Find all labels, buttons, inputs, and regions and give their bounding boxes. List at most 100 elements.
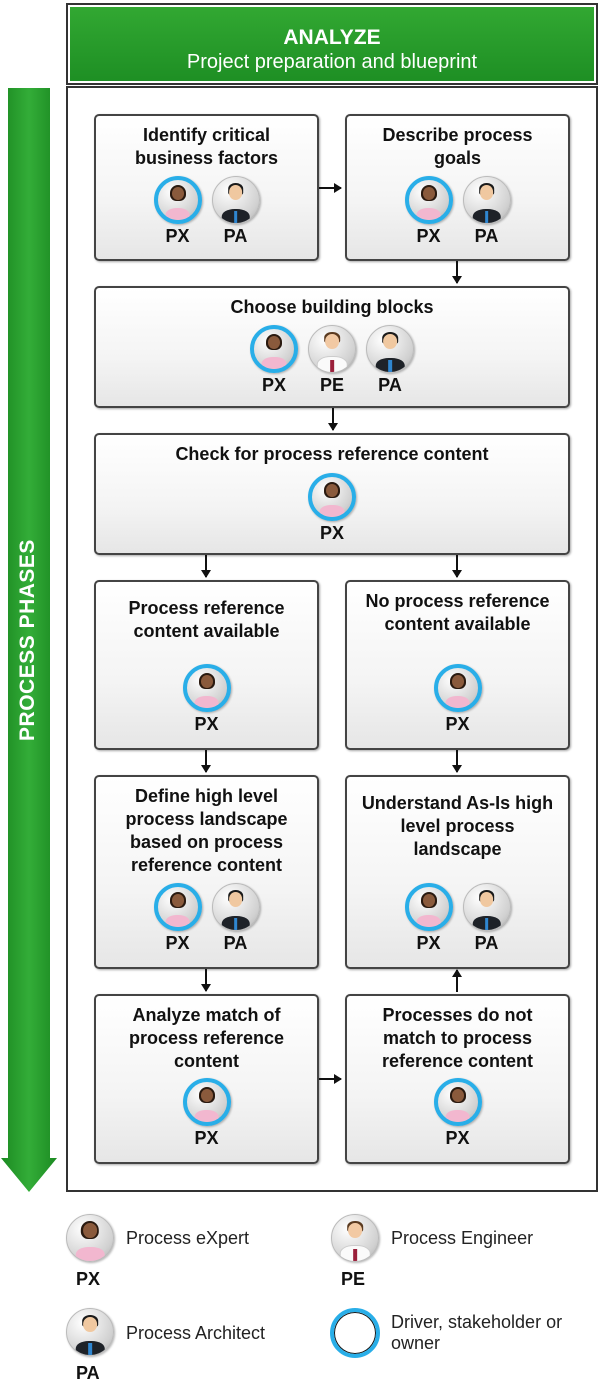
role-code: PX bbox=[194, 1128, 219, 1148]
role-pa: PA bbox=[210, 176, 262, 246]
legend-process-expert: PX Process eXpert bbox=[66, 1214, 249, 1289]
role-group: PX bbox=[96, 1078, 317, 1148]
process-engineer-icon bbox=[308, 325, 356, 373]
role-group: PX PA bbox=[347, 883, 568, 953]
process-architect-icon bbox=[462, 883, 511, 931]
role-code: PA bbox=[223, 933, 248, 953]
process-architect-icon bbox=[211, 883, 260, 931]
role-px: PX bbox=[181, 664, 233, 734]
role-code: PX bbox=[261, 375, 286, 395]
connector-arrow bbox=[328, 408, 338, 431]
role-code: PX bbox=[319, 523, 344, 543]
process-step-title: Choose building blocks bbox=[230, 297, 434, 317]
process-step-title: Identify critical business factors bbox=[134, 125, 279, 168]
process-step-box: Understand As-Is high level process land… bbox=[345, 775, 570, 969]
process-step-title: Define high level process landscape base… bbox=[125, 786, 288, 875]
process-architect-icon bbox=[66, 1308, 114, 1356]
process-step-title: Describe process goals bbox=[382, 125, 533, 168]
process-expert-icon bbox=[153, 176, 202, 224]
process-step-box: Processes do not match to process refere… bbox=[345, 994, 570, 1164]
role-px: PX bbox=[432, 664, 484, 734]
process-expert-icon bbox=[182, 664, 231, 712]
legend-driver: Driver, stakeholder or owner bbox=[330, 1308, 562, 1358]
role-code: PX bbox=[165, 226, 190, 246]
role-group: PX PA bbox=[96, 883, 317, 953]
connector-arrow bbox=[452, 969, 462, 992]
role-pa: PA bbox=[364, 325, 416, 395]
role-pa: PA bbox=[210, 883, 262, 953]
process-step-box: Define high level process landscape base… bbox=[94, 775, 319, 969]
role-px: PX bbox=[432, 1078, 484, 1148]
connector-arrow bbox=[201, 555, 211, 578]
process-architect-icon bbox=[462, 176, 511, 224]
process-phases-arrow bbox=[1, 88, 57, 1192]
process-step-title: Analyze match of process reference conte… bbox=[128, 1005, 285, 1071]
role-code: PA bbox=[474, 933, 499, 953]
connector-arrow bbox=[452, 750, 462, 773]
connector-arrow bbox=[319, 183, 342, 193]
role-group: PX PA bbox=[347, 176, 568, 246]
phase-subtitle: Project preparation and blueprint bbox=[186, 51, 478, 73]
role-code: PX bbox=[416, 226, 441, 246]
role-px: PX bbox=[248, 325, 300, 395]
process-expert-icon bbox=[66, 1214, 114, 1262]
connector-arrow bbox=[319, 1074, 342, 1084]
process-expert-icon bbox=[250, 325, 298, 373]
role-px: PX bbox=[152, 883, 204, 953]
process-architect-icon bbox=[366, 325, 414, 373]
process-expert-icon bbox=[404, 176, 453, 224]
phase-title: ANALYZE bbox=[283, 26, 381, 49]
process-step-title: No process reference content available bbox=[365, 591, 550, 634]
connector-arrow bbox=[201, 969, 211, 992]
process-architect-icon bbox=[211, 176, 260, 224]
role-px: PX bbox=[306, 473, 358, 543]
process-step-title: Check for process reference content bbox=[175, 444, 489, 464]
connector-arrow bbox=[452, 261, 462, 284]
role-px: PX bbox=[181, 1078, 233, 1148]
role-px: PX bbox=[152, 176, 204, 246]
connector-arrow bbox=[452, 555, 462, 578]
process-expert-icon bbox=[308, 473, 356, 521]
role-code: PX bbox=[194, 714, 219, 734]
role-code: PX bbox=[416, 933, 441, 953]
role-code: PA bbox=[378, 375, 402, 395]
role-code: PX bbox=[445, 714, 470, 734]
driver-ring-icon bbox=[330, 1308, 380, 1358]
role-pa: PA bbox=[461, 176, 513, 246]
role-code: PA bbox=[223, 226, 248, 246]
process-expert-icon bbox=[153, 883, 202, 931]
role-code: PE bbox=[319, 375, 344, 395]
legend-process-engineer: PE Process Engineer bbox=[331, 1214, 533, 1289]
process-expert-icon bbox=[433, 664, 482, 712]
role-px: PX bbox=[403, 883, 455, 953]
process-expert-icon bbox=[182, 1078, 231, 1126]
role-group: PX bbox=[96, 473, 568, 543]
role-code: PA bbox=[474, 226, 499, 246]
process-step-title: Process reference content available bbox=[128, 598, 285, 641]
role-pe: PE bbox=[306, 325, 358, 395]
legend-process-architect: PA Process Architect bbox=[66, 1308, 265, 1383]
role-px: PX bbox=[403, 176, 455, 246]
role-code: PX bbox=[165, 933, 190, 953]
process-engineer-icon bbox=[331, 1214, 379, 1262]
role-group: PX bbox=[96, 664, 317, 734]
role-group: PX PA bbox=[96, 176, 317, 246]
process-step-box: Analyze match of process reference conte… bbox=[94, 994, 319, 1164]
role-code: PX bbox=[445, 1128, 470, 1148]
role-group: PX bbox=[347, 1078, 568, 1148]
role-pa: PA bbox=[461, 883, 513, 953]
process-expert-icon bbox=[433, 1078, 482, 1126]
process-step-title: Understand As-Is high level process land… bbox=[361, 793, 554, 859]
process-step-title: Processes do not match to process refere… bbox=[381, 1005, 534, 1071]
connector-arrow bbox=[201, 750, 211, 773]
phase-header: ANALYZE Project preparation and blueprin… bbox=[66, 3, 598, 85]
role-group: PX PE PA bbox=[96, 325, 568, 395]
role-group: PX bbox=[347, 664, 568, 734]
process-expert-icon bbox=[404, 883, 453, 931]
